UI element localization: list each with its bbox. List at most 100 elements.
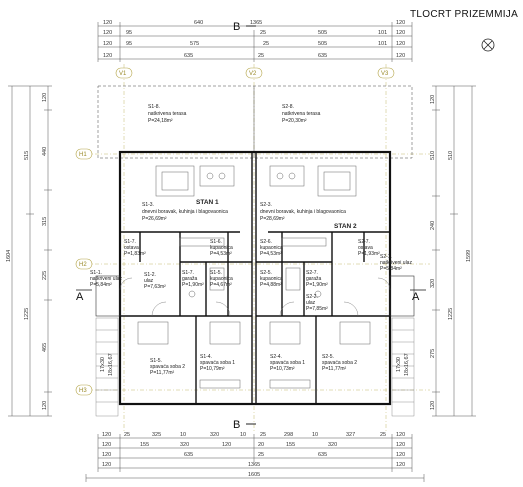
- svg-text:A: A: [412, 291, 420, 303]
- room-code: S2-2.: [306, 294, 318, 300]
- room-area: P=7,63m²: [144, 284, 166, 290]
- room-name: ostava: [358, 245, 373, 251]
- dim-text: 25: [258, 53, 264, 59]
- room-name: dnevni boravak, kuhinja i blagovaonica: [260, 209, 346, 215]
- dim-text: 120: [103, 30, 112, 36]
- svg-text:635: 635: [318, 452, 327, 458]
- dim-text: 101: [378, 30, 387, 36]
- svg-text:1605: 1605: [248, 472, 260, 478]
- room-code: S1-7.: [182, 270, 194, 276]
- dim-text: 225: [42, 271, 48, 280]
- bottom-dimension-row-4: 120 1365 120: [102, 462, 405, 468]
- room-name: spavaća soba 1: [270, 360, 305, 366]
- room-area: P=26,69m²: [142, 216, 167, 222]
- dim-text: 465: [42, 343, 48, 352]
- svg-text:10: 10: [312, 432, 318, 438]
- dim-text: 120: [430, 401, 436, 410]
- svg-text:155: 155: [140, 442, 149, 448]
- room-code: S2-1.: [380, 254, 392, 260]
- dim-text: 120: [396, 30, 405, 36]
- svg-text:120: 120: [396, 462, 405, 468]
- room-name: spavaća soba 1: [200, 360, 235, 366]
- svg-text:120: 120: [102, 442, 111, 448]
- dim-text: 635: [318, 53, 327, 59]
- top-dimension-row-3: 120 95 575 25 505 101 120: [103, 41, 405, 47]
- svg-text:635: 635: [184, 452, 193, 458]
- room-name: kupaonica: [260, 276, 283, 282]
- unit-label-1: STAN 1: [196, 199, 219, 206]
- dim-text: 1365: [250, 20, 262, 26]
- room-name: ostava: [124, 245, 139, 251]
- stairs-right: [391, 317, 415, 417]
- room-name: spavaća soba 2: [150, 364, 185, 370]
- section-mark-top: B: [233, 21, 256, 33]
- svg-text:25: 25: [380, 432, 386, 438]
- svg-text:18x16,67: 18x16,67: [404, 353, 410, 376]
- stair-label-left: 17x30 18x16,67: [100, 353, 114, 376]
- room-area: P=1,93m²: [358, 251, 380, 257]
- room-code: S1-8.: [148, 104, 160, 110]
- furniture: [137, 165, 371, 389]
- room-code: S1-7.: [124, 239, 136, 245]
- dim-text: 320: [430, 279, 436, 288]
- room-area: P=4,88m²: [260, 282, 282, 288]
- svg-text:120: 120: [102, 432, 111, 438]
- dim-text: 510: [430, 151, 436, 160]
- dim-text: 120: [103, 53, 112, 59]
- room-area: P=28,69m²: [260, 216, 285, 222]
- svg-text:120: 120: [102, 452, 111, 458]
- room-name: natkrivena terasa: [282, 111, 321, 117]
- top-dimension-lines: [97, 22, 413, 62]
- dim-text: 95: [126, 30, 132, 36]
- svg-text:120: 120: [396, 442, 405, 448]
- room-code: S1-1.: [90, 270, 102, 276]
- room-area: P=10,73m²: [270, 366, 295, 372]
- room-name: kupaonica: [260, 245, 283, 251]
- dim-text: 120: [103, 41, 112, 47]
- bottom-dimension-row-1: 120 25 325 10 320 10 25 298 10 327 25 12…: [102, 432, 405, 438]
- svg-text:298: 298: [284, 432, 293, 438]
- dim-text: 1225: [24, 308, 30, 320]
- room-name: kupaonica: [210, 276, 233, 282]
- svg-text:17x30: 17x30: [100, 357, 106, 372]
- room-name: spavaća soba 2: [322, 360, 357, 366]
- dim-text: 440: [42, 147, 48, 156]
- room-code: S1-6.: [210, 239, 222, 245]
- room-code: S2-5.: [260, 270, 272, 276]
- svg-text:320: 320: [180, 442, 189, 448]
- dim-text: 505: [318, 30, 327, 36]
- axis-label-v1: V1: [119, 71, 127, 77]
- svg-text:17x30: 17x30: [396, 357, 402, 372]
- svg-text:320: 320: [210, 432, 219, 438]
- room-name: natkrivena terasa: [148, 111, 187, 117]
- left-dimension-lines: [8, 85, 52, 417]
- dim-text: 25: [260, 30, 266, 36]
- svg-text:120: 120: [102, 462, 111, 468]
- dim-text: 640: [194, 20, 203, 26]
- dim-text: 315: [42, 217, 48, 226]
- bottom-dimension-lines: [85, 434, 425, 482]
- room-name: garaža: [182, 276, 198, 282]
- top-dimension-row-2: 120 95 25 505 101 120: [103, 30, 405, 36]
- door-swings: [119, 277, 391, 317]
- room-area: P=1,90m²: [182, 282, 204, 288]
- room-code: S2-3.: [260, 202, 272, 208]
- room-code: S1-5.: [150, 358, 162, 364]
- axis-label-v3: V3: [381, 71, 389, 77]
- dim-text: 120: [396, 41, 405, 47]
- room-code: S2-5.: [322, 354, 334, 360]
- room-name: garaža: [306, 276, 322, 282]
- dim-text: 510: [448, 151, 454, 160]
- room-area: P=4,53m²: [210, 251, 232, 257]
- room-area: P=11,77m²: [322, 366, 347, 372]
- room-area: P=20,30m²: [282, 118, 307, 124]
- dim-text: 95: [126, 41, 132, 47]
- dim-text: 120: [42, 401, 48, 410]
- dim-text: 505: [318, 41, 327, 47]
- room-code: S2-8.: [282, 104, 294, 110]
- dim-text: 515: [24, 151, 30, 160]
- room-code: S1-2.: [144, 272, 156, 278]
- dim-text: 1604: [6, 250, 12, 262]
- bottom-dimension-row-2: 120 155 320 120 20 155 320 120: [102, 442, 405, 448]
- dim-text: 1599: [466, 250, 472, 262]
